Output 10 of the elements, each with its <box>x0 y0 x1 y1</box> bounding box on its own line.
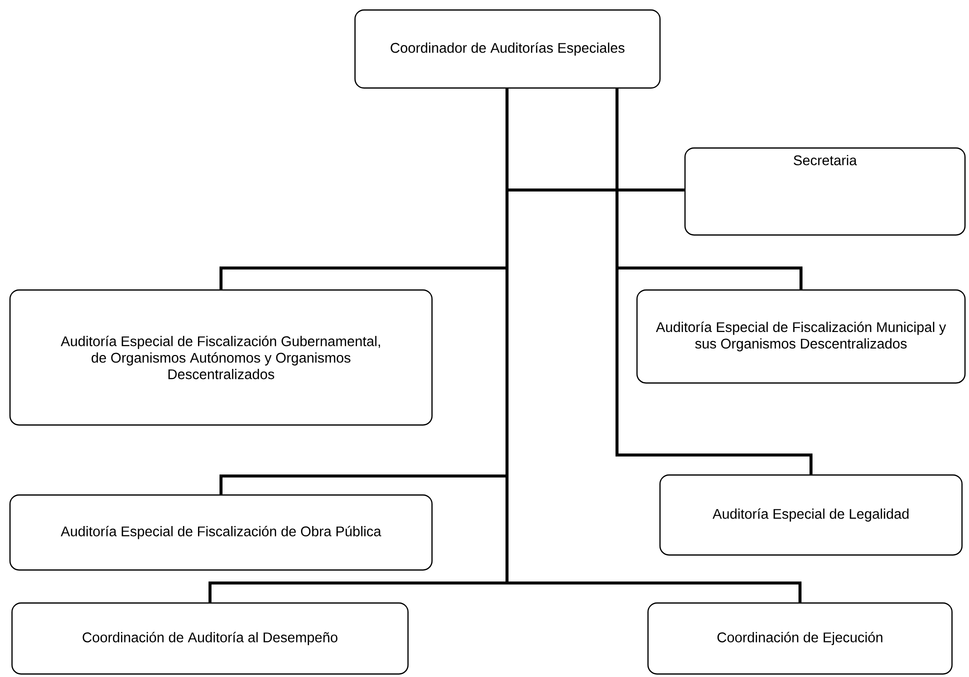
org-box: Auditoría Especial de Fiscalización de Obra Pública <box>9 494 433 571</box>
org-box: Coordinador de Auditorías Especiales <box>354 9 661 89</box>
org-box: Secretaria <box>684 147 966 236</box>
connector-line <box>506 88 802 602</box>
org-box: Auditoría Especial de Fiscalización Municipal y sus Organismos Descentralizados <box>636 289 966 384</box>
org-box: Auditoría Especial de Fiscalización Gubernamental, de Organismos Autónomos y Organismos Descentralizados <box>9 289 433 426</box>
org-box: Auditoría Especial de Legalidad <box>659 474 963 556</box>
org-box: Coordinación de Auditoría al Desempeño <box>11 602 409 675</box>
connector-line <box>616 88 812 474</box>
org-box: Coordinación de Ejecución <box>647 602 953 675</box>
